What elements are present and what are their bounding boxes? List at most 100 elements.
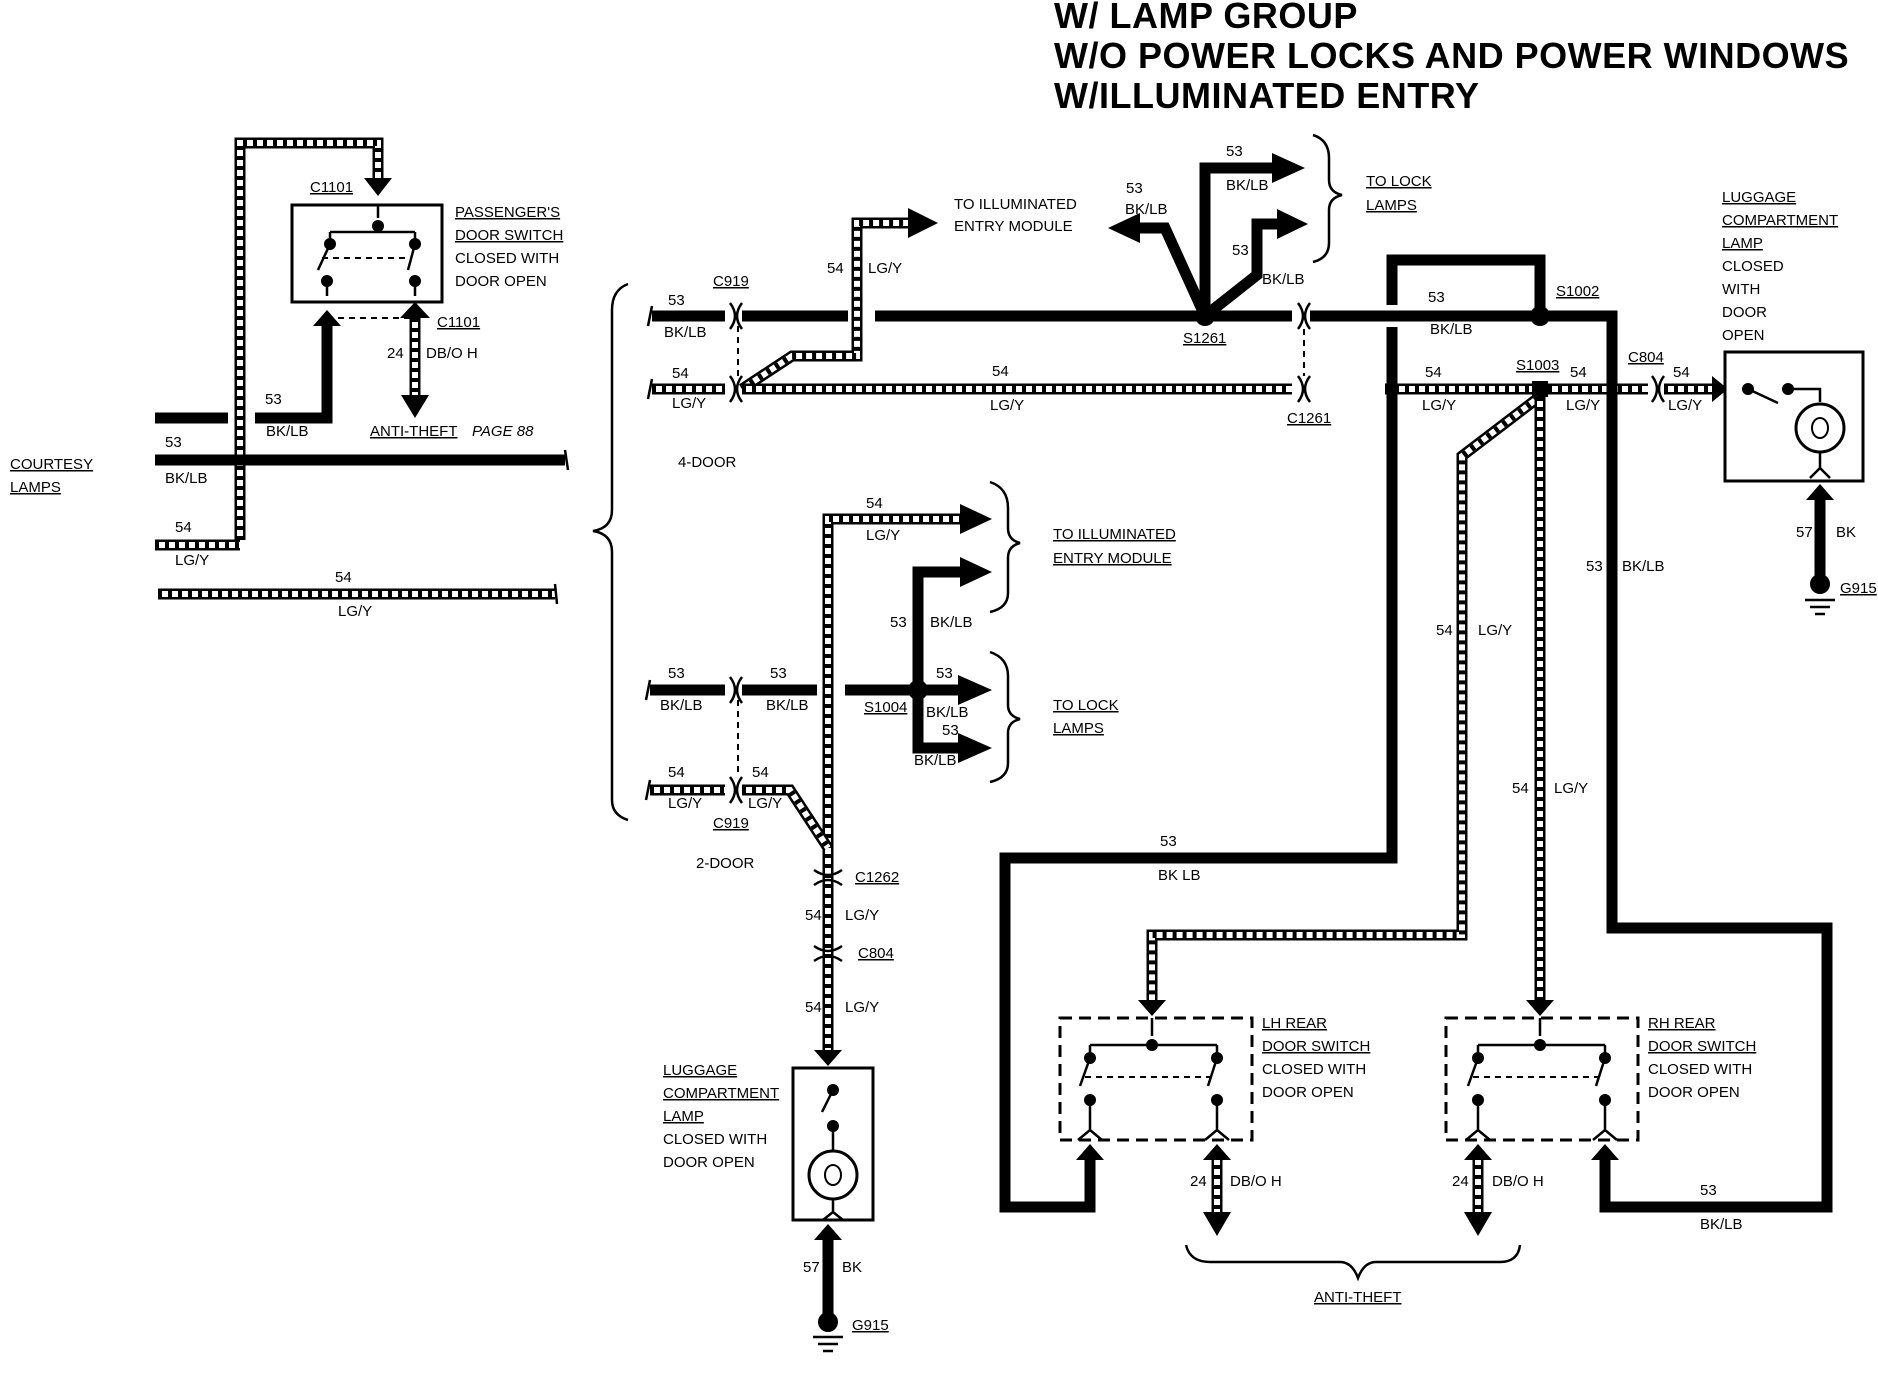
wire-24-num: 24 — [387, 345, 404, 362]
svg-text:LG/Y: LG/Y — [1668, 397, 1702, 414]
svg-text:C804: C804 — [858, 945, 894, 962]
svg-text:G915: G915 — [852, 1317, 889, 1334]
svg-text:C804: C804 — [1628, 349, 1664, 366]
arrow-to-entry-module-2door — [960, 504, 992, 534]
connector-c919-4door: C919 — [713, 273, 749, 290]
arrow-to-lock-lamp-2door-2 — [958, 733, 992, 763]
svg-text:LG/Y: LG/Y — [845, 907, 879, 924]
title-line-1: W/ LAMP GROUP — [1054, 0, 1358, 36]
passenger-switch-section: C1101 PASSENGER'S DOOR SWITCH CLOSED WIT… — [10, 137, 629, 822]
svg-text:TO LOCK: TO LOCK — [1053, 697, 1119, 714]
connector-c1261-53 — [1296, 302, 1312, 330]
svg-text:TO LOCK: TO LOCK — [1366, 173, 1432, 190]
svg-text:DOOR: DOOR — [1722, 304, 1767, 321]
wire-54-long-num: 54 — [335, 569, 352, 586]
svg-text:CLOSED WITH: CLOSED WITH — [1262, 1061, 1366, 1078]
svg-text:BK/LB: BK/LB — [926, 704, 969, 721]
arrow-to-lock-lamp-2 — [1277, 209, 1308, 239]
svg-text:BK/LB: BK/LB — [1430, 321, 1473, 338]
entry-module-brace-2door — [989, 480, 1021, 614]
arrow-to-entry-module-2door-53 — [960, 557, 992, 587]
arrow-to-lock-lamp-2door-1 — [958, 675, 992, 705]
svg-text:53: 53 — [1586, 558, 1603, 575]
svg-text:LUGGAGE: LUGGAGE — [1722, 189, 1796, 206]
svg-text:OPEN: OPEN — [1722, 327, 1765, 344]
svg-text:S1004: S1004 — [864, 699, 907, 716]
svg-text:S1002: S1002 — [1556, 283, 1599, 300]
courtesy-lamps-line-1: COURTESY — [10, 456, 93, 473]
ground-g915-left — [818, 1312, 838, 1332]
svg-text:BK: BK — [842, 1259, 862, 1276]
svg-text:CLOSED: CLOSED — [1722, 258, 1784, 275]
svg-text:CLOSED WITH: CLOSED WITH — [455, 250, 559, 267]
svg-text:COMPARTMENT: COMPARTMENT — [1722, 212, 1838, 229]
connector-c919-2door: C919 — [713, 815, 749, 832]
connector-label-c1101-top: C1101 — [310, 179, 353, 196]
luggage-lamp-left-section: 57 BK G915 LUGGAGE COMPARTMENT LAMP CLOS… — [663, 1062, 889, 1353]
svg-text:LAMPS: LAMPS — [1053, 720, 1104, 737]
svg-text:COMPARTMENT: COMPARTMENT — [663, 1085, 779, 1102]
svg-text:54: 54 — [668, 764, 685, 781]
title-line-3: W/ILLUMINATED ENTRY — [1054, 75, 1479, 116]
four-door-label: 4-DOOR — [678, 454, 737, 471]
svg-text:54: 54 — [1570, 364, 1587, 381]
svg-text:53: 53 — [1126, 180, 1143, 197]
svg-text:53: 53 — [1160, 833, 1177, 850]
svg-text:24: 24 — [1190, 1173, 1207, 1190]
svg-text:DOOR OPEN: DOOR OPEN — [1648, 1084, 1740, 1101]
svg-text:LG/Y: LG/Y — [845, 999, 879, 1016]
connector-c919-4door-53 — [728, 302, 744, 330]
connector-c919-2door-53 — [728, 676, 744, 704]
svg-text:24: 24 — [1452, 1173, 1469, 1190]
wire-54-short-color: LG/Y — [175, 552, 209, 569]
arrow-lh-to-anti-theft — [1203, 1212, 1231, 1236]
svg-text:53: 53 — [770, 665, 787, 682]
svg-text:54: 54 — [1673, 364, 1690, 381]
svg-text:BK/LB: BK/LB — [914, 752, 957, 769]
wire-24-color: DB/O H — [426, 345, 478, 362]
wire-53-courtesy-color: BK/LB — [165, 470, 208, 487]
connector-c1261: C1261 — [1287, 410, 1331, 427]
arrow-to-entry-module-53 — [1108, 213, 1140, 243]
svg-text:54: 54 — [827, 260, 844, 277]
svg-text:G915: G915 — [1840, 580, 1877, 597]
anti-theft-label-top: ANTI-THEFT — [370, 423, 458, 440]
connector-c1261-54 — [1296, 375, 1312, 403]
svg-text:DB/O H: DB/O H — [1230, 1173, 1282, 1190]
wire-54-short-num: 54 — [175, 519, 192, 536]
svg-text:LG/Y: LG/Y — [1478, 622, 1512, 639]
svg-text:DOOR SWITCH: DOOR SWITCH — [455, 227, 563, 244]
lh-rear-door-switch — [1058, 1016, 1254, 1142]
svg-text:LG/Y: LG/Y — [866, 527, 900, 544]
svg-text:53: 53 — [668, 292, 685, 309]
svg-text:LUGGAGE: LUGGAGE — [663, 1062, 737, 1079]
svg-text:LH REAR: LH REAR — [1262, 1015, 1327, 1032]
wire-53-passenger-color: BK/LB — [266, 423, 309, 440]
svg-text:54: 54 — [992, 363, 1009, 380]
svg-text:54: 54 — [805, 907, 822, 924]
svg-text:54: 54 — [805, 999, 822, 1016]
svg-text:57: 57 — [803, 1259, 820, 1276]
svg-text:LG/Y: LG/Y — [1554, 780, 1588, 797]
wire-54-long-color: LG/Y — [338, 603, 372, 620]
svg-text:LG/Y: LG/Y — [672, 395, 706, 412]
svg-text:BK/LB: BK/LB — [1125, 201, 1168, 218]
connector-c1262 — [813, 868, 843, 887]
svg-text:DOOR OPEN: DOOR OPEN — [663, 1154, 755, 1171]
luggage-lamp-right-section: 57 BK G915 LUGGAGE COMPARTMENT LAMP CLOS… — [1722, 189, 1877, 616]
svg-text:53: 53 — [1232, 242, 1249, 259]
svg-text:BK/LB: BK/LB — [1262, 271, 1305, 288]
anti-theft-label-bottom: ANTI-THEFT — [1314, 1289, 1402, 1306]
lock-lamps-brace-4door — [1312, 133, 1343, 264]
svg-text:53: 53 — [942, 722, 959, 739]
svg-text:LG/Y: LG/Y — [748, 795, 782, 812]
svg-text:RH REAR: RH REAR — [1648, 1015, 1716, 1032]
svg-text:LG/Y: LG/Y — [990, 397, 1024, 414]
svg-text:BK: BK — [1836, 524, 1856, 541]
svg-text:S1261: S1261 — [1183, 330, 1226, 347]
connector-c804-right — [1650, 375, 1666, 403]
diagram-title: W/ LAMP GROUP W/O POWER LOCKS AND POWER … — [1054, 0, 1849, 116]
svg-text:BK LB: BK LB — [1158, 867, 1201, 884]
rear-door-section: 53 BK LB 54 LG/Y 54 LG/Y 53 BK/LB 53 BK/… — [999, 310, 1833, 1306]
